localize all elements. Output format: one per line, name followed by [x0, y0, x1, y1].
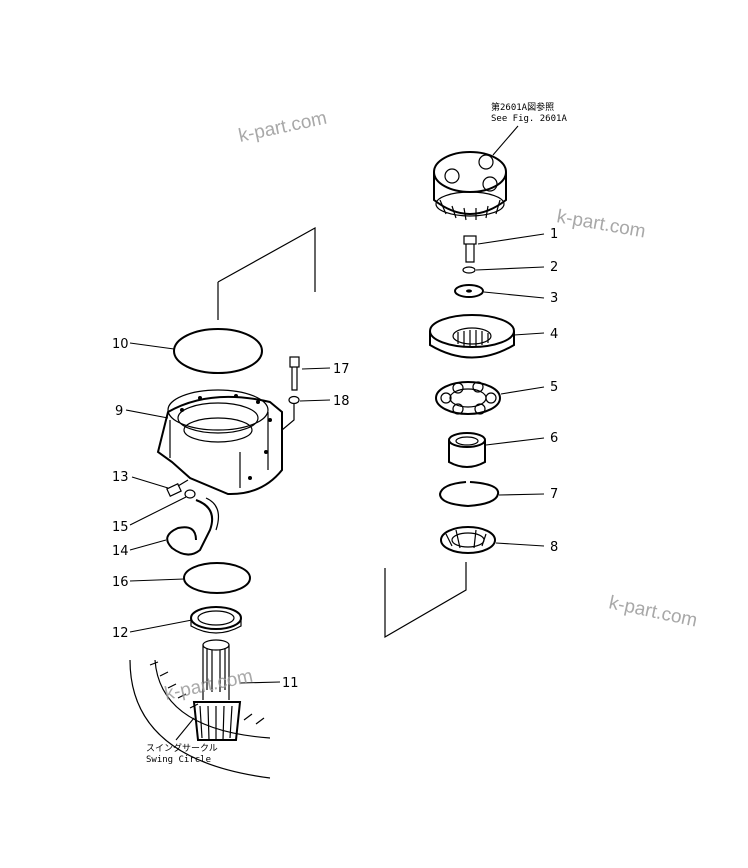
leader-17: [301, 367, 331, 370]
part-12-bearing: [190, 606, 242, 634]
part-10-o-ring: [173, 328, 263, 374]
callout-8: 8: [550, 540, 558, 555]
watermark-2: k-part.com: [555, 206, 647, 242]
callout-9: 9: [115, 404, 123, 419]
part-2-washer: [462, 266, 476, 274]
leader-4: [513, 332, 545, 336]
part-14-pipe: [166, 497, 219, 556]
carrier-reference-part: [433, 151, 507, 221]
callout-15: 15: [112, 520, 129, 535]
part-15-washer: [184, 489, 196, 499]
leader-reference: [492, 125, 519, 156]
callout-14: 14: [112, 544, 129, 559]
assembly-bracket-right: [384, 562, 467, 639]
leader-7: [498, 493, 545, 496]
callout-7: 7: [550, 487, 558, 502]
watermark-3: k-part.com: [607, 592, 699, 631]
swing-circle-label-english: Swing Circle: [146, 755, 211, 765]
assembly-bracket-left: [217, 226, 316, 320]
part-1-bolt: [463, 235, 477, 263]
part-17-bolt: [289, 356, 300, 391]
part-3-plate: [454, 284, 484, 298]
leader-8: [495, 542, 545, 547]
part-8-bearing: [440, 526, 496, 554]
callout-5: 5: [550, 380, 558, 395]
reference-note-japanese: 第2601A図参照: [491, 101, 554, 113]
callout-12: 12: [112, 626, 129, 641]
bolt-insertion-line: [281, 404, 295, 431]
reference-note-english: See Fig. 2601A: [491, 114, 567, 124]
callout-18: 18: [333, 394, 350, 409]
leader-12: [129, 619, 193, 633]
part-13-plug: [166, 479, 189, 497]
callout-4: 4: [550, 327, 558, 342]
part-5-bearing: [435, 381, 501, 415]
callout-3: 3: [550, 291, 558, 306]
part-18-washer: [288, 395, 300, 405]
leader-15: [129, 496, 187, 526]
leader-1: [477, 233, 545, 245]
part-4-gear: [429, 314, 515, 359]
watermark-1: k-part.com: [237, 108, 329, 147]
part-11-pinion-shaft: [192, 639, 242, 741]
leader-5: [500, 386, 545, 395]
callout-11: 11: [282, 676, 299, 691]
leader-10: [129, 342, 175, 350]
leader-11: [239, 681, 281, 684]
swing-circle-label-japanese: スイングサークル: [146, 742, 218, 754]
swing-circle-leader: [175, 717, 195, 741]
leader-2: [475, 266, 545, 271]
part-9-housing: [156, 389, 283, 496]
swing-circle-gear: [129, 659, 271, 779]
callout-10: 10: [112, 337, 129, 352]
part-16-o-ring: [183, 562, 251, 594]
callout-17: 17: [333, 362, 350, 377]
leader-9: [125, 409, 169, 419]
callout-1: 1: [550, 227, 558, 242]
part-7-snap-ring: [438, 481, 500, 508]
leader-16: [129, 578, 185, 582]
callout-6: 6: [550, 431, 558, 446]
watermark-4: k-part.com: [163, 666, 255, 705]
leader-3: [483, 291, 545, 299]
leader-6: [485, 437, 545, 446]
leader-18: [299, 399, 331, 402]
callout-2: 2: [550, 260, 558, 275]
leader-14: [129, 539, 167, 551]
leader-13: [131, 476, 169, 489]
callout-16: 16: [112, 575, 129, 590]
callout-13: 13: [112, 470, 129, 485]
part-6-sleeve: [448, 432, 486, 468]
